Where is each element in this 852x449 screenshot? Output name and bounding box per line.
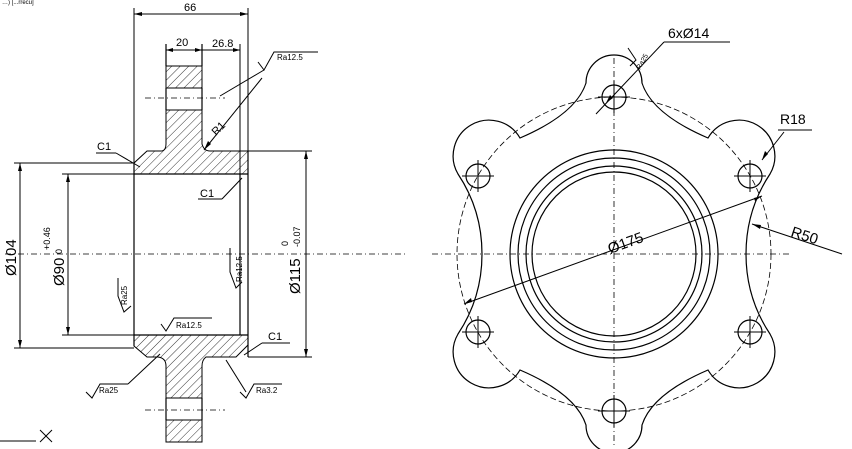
dim-20-text: 20 — [176, 37, 188, 49]
dim-66-arrow-r — [240, 12, 248, 16]
c1-top-left-leader-2 — [115, 152, 141, 168]
inner-circle-2 — [517, 157, 711, 351]
pitch-dia-arrow-l — [464, 298, 472, 304]
dim-20-arrow-l — [166, 48, 173, 52]
bolt-hole-upper-left — [462, 160, 494, 192]
inner-circle-3 — [525, 165, 703, 343]
r18-text: R18 — [780, 111, 806, 127]
hatch-top-hub — [165, 65, 203, 89]
holes-arrow — [606, 95, 613, 103]
dim-104-text: Ø104 — [3, 239, 20, 276]
r18-arrow — [762, 151, 768, 160]
roughness-bottom-right: Ra3.2 — [225, 359, 282, 399]
pitch-dia-line — [463, 195, 763, 305]
bolt-hole-lower-left — [462, 316, 494, 348]
c1-inner-leader-2 — [221, 177, 243, 200]
roughness-inner-bore: Ra12.5 — [160, 317, 212, 332]
bolt-hole-top — [598, 81, 630, 113]
dim-115-tol-lower: -0.07 — [292, 226, 302, 247]
dim-66-arrow-l — [134, 12, 142, 16]
roughness-bottom-left: Ra25 — [85, 353, 161, 399]
svg-text:Ra12.5: Ra12.5 — [176, 321, 202, 330]
bolt-hole-upper-right — [734, 160, 766, 192]
hatch-top-flange — [133, 109, 249, 175]
dim-115-tol-upper: 0 — [280, 241, 290, 246]
front-view: 6xØ14 Ra25 R18 R50 Ø175 — [432, 25, 843, 449]
flange-outline — [452, 54, 776, 449]
dim-26-arrow-r — [233, 48, 240, 52]
holes-text: 6xØ14 — [668, 25, 709, 41]
pitch-dia-text: Ø175 — [606, 229, 646, 258]
dim-115-arrow-t — [304, 151, 308, 159]
r1-leader — [203, 77, 263, 151]
r1-arrow — [204, 141, 211, 150]
roughness-inner-vertical: Ra12.5 — [229, 248, 244, 289]
r1-text: R1 — [210, 120, 228, 138]
c1-bottom-right-leader-2 — [243, 342, 263, 356]
dim-115-arrow-b — [304, 349, 308, 357]
roughness-left-face: Ra25 — [117, 278, 132, 313]
hatch-bottom-flange — [133, 334, 249, 399]
dim-66-text: 66 — [184, 2, 196, 14]
svg-text:Ra25: Ra25 — [99, 386, 119, 395]
bolt-hole-bottom — [598, 395, 630, 427]
hatch-bottom-hub — [165, 419, 203, 443]
dim-90-arrow-t — [66, 174, 70, 182]
c1-bottom-right-text: C1 — [268, 331, 282, 343]
roughness-top-right: Ra12.5 — [219, 51, 318, 97]
svg-text:Ra25: Ra25 — [120, 285, 129, 305]
inner-circle-4 — [531, 171, 697, 337]
dim-20-arrow-r — [195, 48, 202, 52]
dim-90-text: Ø90 — [51, 258, 68, 286]
inner-circle-1 — [509, 149, 719, 359]
corner-text: …) [...rrecu] — [2, 0, 34, 6]
c1-top-left-text: C1 — [97, 141, 111, 153]
dim-26-text: 26.8 — [212, 38, 233, 50]
svg-text:Ra3.2: Ra3.2 — [256, 386, 278, 395]
svg-text:Ra12.5: Ra12.5 — [235, 256, 244, 282]
r50-leader — [751, 223, 843, 255]
pitch-dia-arrow-r — [754, 196, 762, 201]
x-mark-b — [39, 429, 53, 443]
r50-text: R50 — [789, 224, 820, 249]
svg-text:Ra25: Ra25 — [636, 53, 650, 71]
dim-90-tol-lower: 0 — [54, 249, 64, 254]
bolt-hole-lower-right — [734, 316, 766, 348]
holes-roughness: Ra25 — [627, 47, 650, 71]
dim-104-arrow-t — [18, 163, 22, 171]
dim-115-text: Ø115 — [287, 258, 304, 294]
dim-104-arrow-b — [18, 340, 22, 348]
svg-text:Ra12.5: Ra12.5 — [277, 53, 303, 62]
dim-90-tol-upper: +0.46 — [42, 227, 52, 250]
c1-inner-text: C1 — [200, 188, 214, 200]
section-view: 66 20 26.8 Ø104 Ø90 +0.46 0 Ø115 0 -0.07… — [0, 2, 408, 443]
r50-arrow — [752, 224, 761, 229]
dim-90-arrow-b — [66, 327, 70, 335]
